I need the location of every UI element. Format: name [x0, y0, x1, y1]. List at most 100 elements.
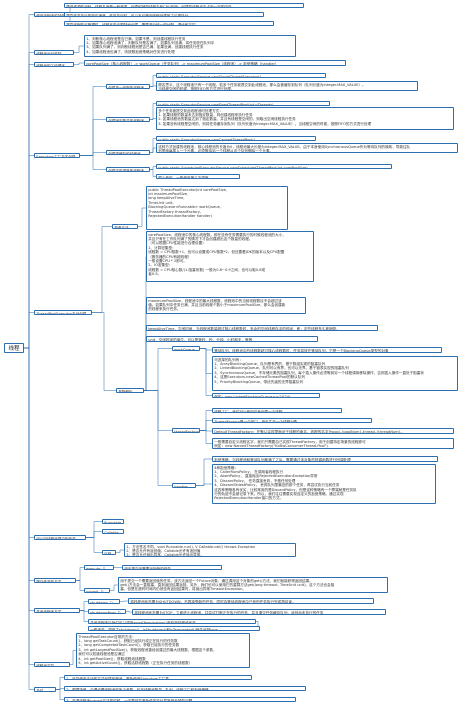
connector-close3 [80, 610, 88, 622]
mindmap-node-hd2[interactable]: 4种拒绝策略： 1、CallerRunsPolicy， 在调用者线程执行 2、A… [212, 464, 436, 504]
mindmap-node-why1[interactable]: 降低资源的消耗。线程本身是一种资源，创建和销毁线程会有CPU开销；创建的线程也会… [64, 3, 304, 8]
connector-submit3 [86, 537, 102, 553]
mindmap-node-sched[interactable]: 创建定时调度的线程池 [106, 167, 150, 172]
mindmap-node-fixed1[interactable]: public static ExecutorService newFixedTh… [156, 101, 330, 106]
connector-close2a [126, 611, 132, 613]
root-node[interactable]: 线程池 [4, 343, 24, 353]
mindmap-node-how1[interactable]: execute（） [84, 565, 114, 570]
connector-sum3 [56, 689, 64, 700]
mindmap-node-tf2[interactable]: ThreadFactory是一个接口，用于生产一个线程对象 [212, 418, 372, 423]
mindmap-node-close1a[interactable]: 将线程池状态置为SHUTDOWN，不再接受新的任务，同时会等待线程池中已有的任务… [128, 598, 374, 604]
mindmap-node-submit3a[interactable]: 1、方法签名不同，void Runnable.run(), V Callable… [124, 543, 296, 557]
mindmap-node-sum2[interactable]: 2、根据场景，合理设置线程池的各个参数，包括线程池数量、队列、线程工厂和拒绝策略 [64, 686, 306, 691]
mindmap-node-wq3[interactable]: 例如：new LinkedBlockingQueue<>(1024) [212, 393, 320, 398]
mindmap-node-sum3[interactable]: 3、在调线程池submit方法的时候，一定要尽量避免任务执行异常被吞掉的问题 [64, 697, 296, 702]
connector-tf2 [200, 420, 212, 431]
mindmap-node-close3[interactable]: 关闭线程池后我们可以调用awaitTermination()来检测线程池状态 [88, 619, 256, 624]
connector-tf4 [200, 430, 212, 444]
mindmap-node-work1[interactable]: corePoolSize（核心线程数）-> workQueue（任务队列）-> … [84, 60, 346, 66]
mindmap-node-sched2[interactable]: 很少使用，一般使用第三方调度 [156, 174, 240, 179]
mindmap-node-single2[interactable]: 顾名思义，这个线程池只有一个线程。若多个任务被提交到此线程池，那么会被缓存到队列… [156, 81, 418, 91]
connector-close1 [80, 601, 88, 611]
connector-unit [144, 339, 147, 391]
connector-sched [80, 155, 106, 170]
mindmap-node-cached1[interactable]: public static ExecutorService newCachedT… [156, 136, 316, 141]
connector-fixed [80, 119, 106, 156]
mindmap-node-tf4[interactable]: 一般需要自定义线程名字，我们只需要自己实现ThreadFactory，用于创建特… [212, 438, 454, 449]
connector-cached [80, 152, 106, 156]
mindmap-node-ctor1[interactable]: public ThreadPoolExecutor(int corePoolSi… [146, 186, 288, 230]
connector-flow1 [74, 45, 84, 53]
connector-how2 [76, 580, 84, 591]
connector-ctor1 [138, 207, 146, 227]
mindmap-node-mon1[interactable]: ThreadPoolExecutor自带的方法： 1、long getTaskC… [76, 633, 250, 668]
connector-submit3a [116, 549, 124, 553]
connector-params [92, 312, 116, 391]
mindmap-node-hd[interactable]: handler [172, 483, 196, 488]
mindmap-node-exec[interactable]: Executors工厂方式创建 [34, 153, 80, 158]
connector-fixed2 [150, 118, 156, 120]
connector-single2 [150, 85, 156, 87]
mindmap-node-how1a[interactable]: 用于提交不需要返回值的任务 [122, 565, 222, 570]
mindmap-node-close3a[interactable]: 一般来说，调用了shutdown()，isShutdown()和isTermin… [88, 626, 260, 631]
mindmap-node-submit3[interactable]: 区别 [102, 550, 116, 555]
connector-submit2 [86, 531, 102, 538]
mindmap-node-mon[interactable]: 线程池监控 [34, 662, 70, 667]
mindmap-node-tf[interactable]: threadFactory [172, 428, 200, 433]
mindmap-node-wq2[interactable]: 可选择的队列有： 1、ArrayBlockingQueue，队列是有界的，基于数… [212, 356, 458, 391]
connector-mon1 [70, 650, 76, 665]
mindmap-node-cached[interactable]: 创建带缓存的线程池 [106, 150, 150, 155]
connector-max [144, 305, 147, 391]
mindmap-node-why2[interactable]: 提高任务执行的响应速度。任务执行时，可以不必等到线程创建完之后再执行。 [64, 12, 264, 17]
mindmap-node-single[interactable]: 创建单一线程的线程池 [106, 84, 150, 89]
mindmap-node-fixed[interactable]: 创建固定数量的线程池 [106, 117, 150, 122]
mindmap-node-why3[interactable]: 提高线程的可管理性。线程不能无限制地创建，需要进行统一的分配、调优和监控。 [64, 21, 274, 26]
mindmap-node-submit2[interactable]: Callable [102, 529, 124, 534]
mindmap-node-close2[interactable]: shutdownNow（） [88, 609, 126, 614]
mindmap-node-close[interactable]: 关闭线程池方式 [34, 608, 80, 613]
connector-ctor [92, 226, 112, 313]
mindmap-node-tf3[interactable]: DefaultThreadFactory：在默认实现里面对于线程的命名，线程的名… [212, 428, 454, 434]
mindmap-node-why[interactable]: 使用线程池的好处 [34, 12, 68, 17]
mindmap-node-ctor[interactable]: 构造方法 [112, 224, 138, 229]
mindmap-node-hd1[interactable]: 拒绝策略，当线程池和等待队列都满了之后，需要通过该对象的回调函数进行回调处理 [212, 456, 438, 462]
mindmap-node-flow1[interactable]: 1、判断核心线程池是否已满，如果不是，则创建线程执行任务 2、如果核心线程池满了… [84, 35, 296, 57]
mindmap-node-close1[interactable]: shutdown（） [88, 599, 120, 604]
mindmap-node-sched1[interactable]: public static ScheduledExecutorService n… [156, 164, 392, 169]
connector-wq3 [200, 348, 212, 396]
connector-how2a [110, 584, 118, 591]
mindmap-node-how2[interactable]: submit（） [84, 588, 110, 593]
connector-sum1 [56, 677, 64, 690]
mindmap-node-sum[interactable]: 总结 [34, 687, 56, 692]
connector-how1 [76, 567, 84, 581]
connector-hd1 [196, 458, 212, 486]
mindmap-node-single1[interactable]: public static ExecutorService newSingleT… [156, 73, 326, 78]
mindmap-node-wq[interactable]: workQueue [172, 346, 200, 351]
mindmap-node-how[interactable]: 提交任务的方式 [34, 578, 76, 583]
mindmap-node-how2a[interactable]: 用于提交一个需要返回值的任务。该方法返回一个Future对象，通过调用这个对象的… [118, 577, 388, 593]
mindmap-node-cached2[interactable]: 这种方式创建的线程池，核心线程池的长度为0，线程池最大长度为Integer.MA… [156, 143, 458, 153]
connector-wq [144, 348, 172, 391]
mindmap-node-fixed2[interactable]: 多个任务被提交到此线程池时处理方式： 1. 如果线程的数量未达到指定数量，则创建… [156, 107, 454, 130]
mindmap-node-unit[interactable]: unit，空闲时间的单位，可以是毫秒、秒、分钟、小时和天，等等 [146, 336, 318, 342]
connector-tpe [24, 312, 34, 349]
connector-cached2 [150, 147, 156, 153]
mindmap-node-tf1[interactable]: 线程工厂，我们可以使用它来创建一个线程 [212, 408, 342, 413]
mindmap-node-tpe[interactable]: ThreadPoolExecutor手动创建 [34, 310, 92, 315]
mindmap-node-max[interactable]: maximumPoolSize，线程池中的最大线程数。线程池中的当前线程数目不会… [146, 297, 306, 314]
mindmap-node-flow[interactable]: 线程池运行机制 [34, 50, 74, 55]
mindmap-node-params[interactable]: 参数解析 [116, 388, 144, 393]
mindmap-node-wq1[interactable]: 等待队列，线程池中的线程数超过核心线程数时，任务将放在等待队列，它是一个Bloc… [212, 347, 442, 353]
mindmap-node-core[interactable]: corePoolSize，线程池中的核心线程数。即在没有任务需要执行的时候线程池… [146, 231, 314, 282]
mindmap-node-keep[interactable]: keepAliveTime，空闲时间，当线程池数量超过核心线程数时，多余的空闲线… [146, 325, 378, 331]
connector-sched2 [150, 169, 156, 177]
connector-hd2 [196, 483, 212, 486]
mindmap-node-submit[interactable]: 可以向线程池提交的任务 [34, 535, 86, 540]
mindmap-node-work[interactable]: 线程池的工作顺序 [34, 62, 74, 67]
mindmap-node-submit1[interactable]: Runnable [102, 519, 124, 524]
mindmap-node-sum1[interactable]: 1、尽量使用手动的方式创建线程池，避免使用Executors工厂类 [64, 675, 252, 680]
mindmap-node-close2a[interactable]: 将线程池状态置为STOP，立即终止线程池，并尝试打断正在执行的任务，并且清空任务… [132, 609, 386, 615]
connector-hd [144, 390, 172, 486]
